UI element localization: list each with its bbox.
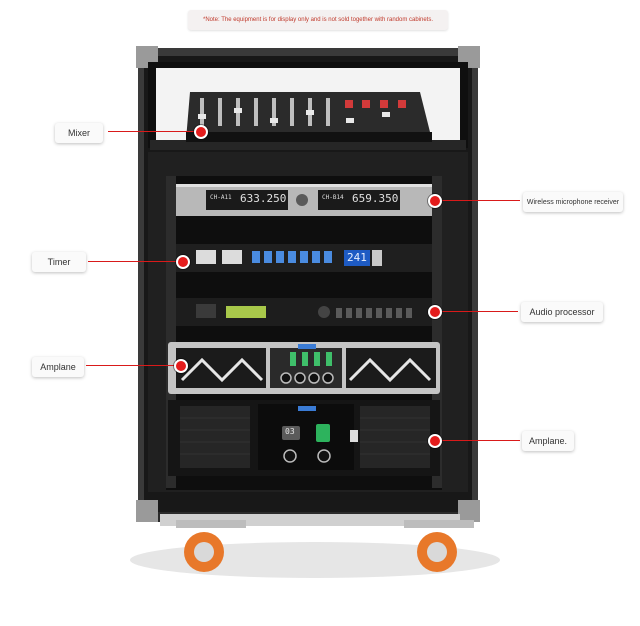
callout-mixer: Mixer: [55, 123, 103, 143]
callout-dot-timer: [176, 255, 190, 269]
callout-timer: Timer: [32, 252, 86, 272]
wireless-frequency-b: 659.350: [352, 192, 399, 205]
callout-line-audio-processor: [436, 311, 518, 312]
callout-dot-wireless: [428, 194, 442, 208]
wireless-channel-a: CH-A11: [210, 194, 232, 201]
callout-audio-processor: Audio processor: [521, 302, 603, 322]
callout-wireless-receiver: Wireless microphone receiver: [523, 192, 623, 212]
callout-dot-amplane: [174, 359, 188, 373]
amp-display: 03: [285, 427, 295, 436]
callout-dot-audio-processor: [428, 305, 442, 319]
wireless-channel-b: CH-B14: [322, 194, 344, 201]
callout-amplane: Amplane: [32, 357, 84, 377]
callout-line-wireless: [436, 200, 520, 201]
disclaimer-note: *Note: The equipment is for display only…: [188, 10, 448, 30]
timer-readout: 241: [347, 251, 367, 264]
callout-line-mixer: [108, 131, 196, 132]
callout-amplane-2: Amplane.: [522, 431, 574, 451]
callout-dot-amplane-2: [428, 434, 442, 448]
callout-line-amplane: [86, 365, 176, 366]
wireless-frequency-a: 633.250: [240, 192, 287, 205]
callout-line-timer: [88, 261, 178, 262]
callout-dot-mixer: [194, 125, 208, 139]
callout-line-amplane-2: [436, 440, 520, 441]
